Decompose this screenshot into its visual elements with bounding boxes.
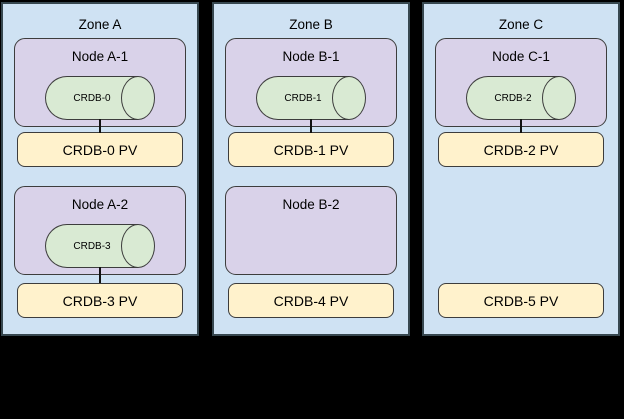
- crdb-0-pv-box: CRDB-0 PV: [17, 132, 183, 167]
- crdb-3-pod-cylinder: CRDB-3: [45, 224, 155, 268]
- crdb-1-pod-label: CRDB-1: [284, 92, 322, 104]
- node-a1-label: Node A-1: [71, 49, 129, 64]
- zone-a-title: Zone A: [78, 17, 122, 32]
- crdb-2-pod-cylinder: CRDB-2: [466, 76, 576, 120]
- crdb-2-pv-label: CRDB-2 PV: [483, 141, 559, 158]
- crdb-0-pod-cylinder: CRDB-0: [45, 76, 155, 120]
- crdb-5-pv-label: CRDB-5 PV: [483, 292, 559, 309]
- cylinder-cap-icon: [121, 76, 155, 120]
- node-c1-label: Node C-1: [492, 49, 550, 64]
- crdb-1-pv-label: CRDB-1 PV: [273, 141, 349, 158]
- crdb-3-pv-box: CRDB-3 PV: [17, 283, 183, 318]
- zone-c-title: Zone C: [498, 17, 544, 32]
- crdb-2-pod-label: CRDB-2: [494, 92, 532, 104]
- zone-b-box: Zone B Node B-1 CRDB-1 CRDB-1 PV Node B-…: [212, 2, 410, 336]
- crdb-0-pv-label: CRDB-0 PV: [62, 141, 138, 158]
- crdb-4-pv-label: CRDB-4 PV: [273, 292, 349, 309]
- crdb-4-pv-box: CRDB-4 PV: [228, 283, 394, 318]
- node-b2-box-empty: Node B-2: [225, 186, 397, 275]
- cylinder-cap-icon: [332, 76, 366, 120]
- node-c1-box: Node C-1 CRDB-2: [435, 38, 607, 127]
- pod-pv-connector-line: [310, 119, 312, 133]
- node-b1-box: Node B-1 CRDB-1: [225, 38, 397, 127]
- pod-pv-connector-line: [99, 119, 101, 133]
- pod-pv-connector-line: [520, 119, 522, 133]
- pod-pv-connector-line: [99, 267, 101, 283]
- node-a2-label: Node A-2: [71, 197, 129, 212]
- node-b1-label: Node B-1: [282, 49, 340, 64]
- crdb-1-pv-box: CRDB-1 PV: [228, 132, 394, 167]
- crdb-3-pod-label: CRDB-3: [73, 240, 111, 252]
- node-a1-box: Node A-1 CRDB-0: [14, 38, 186, 127]
- crdb-1-pod-cylinder: CRDB-1: [256, 76, 366, 120]
- crdb-5-pv-box: CRDB-5 PV: [438, 283, 604, 318]
- node-a2-box: Node A-2 CRDB-3: [14, 186, 186, 275]
- cylinder-cap-icon: [542, 76, 576, 120]
- node-b2-label: Node B-2: [282, 197, 340, 212]
- crdb-2-pv-box: CRDB-2 PV: [438, 132, 604, 167]
- crdb-3-pv-label: CRDB-3 PV: [62, 292, 138, 309]
- zone-b-title: Zone B: [289, 17, 333, 32]
- zone-c-box: Zone C Node C-1 CRDB-2 CRDB-2 PV CRDB-5 …: [422, 2, 620, 336]
- zone-a-box: Zone A Node A-1 CRDB-0 CRDB-0 PV Node A-…: [1, 2, 199, 336]
- cylinder-cap-icon: [121, 224, 155, 268]
- crdb-0-pod-label: CRDB-0: [73, 92, 111, 104]
